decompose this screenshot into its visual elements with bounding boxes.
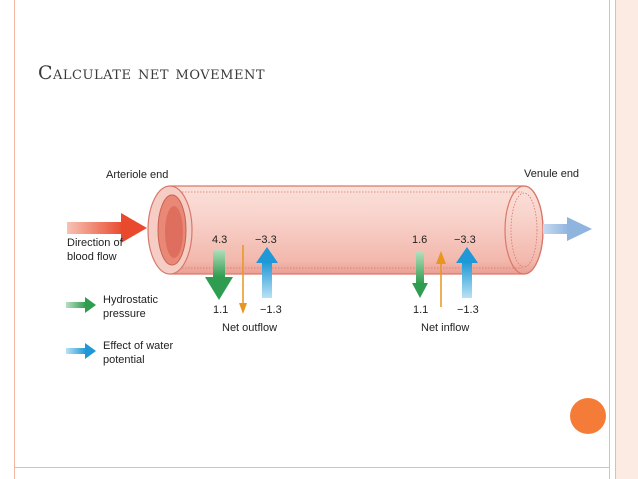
- arteriole-water-potential-end: −1.3: [260, 304, 282, 316]
- legend-water-line1: Effect of water: [103, 340, 173, 352]
- net-inflow-label: Net inflow: [421, 322, 469, 334]
- blood-flow-in-arrow: [67, 213, 147, 243]
- arteriole-hydrostatic-start: 4.3: [212, 234, 227, 246]
- venule-water-potential-start: −3.3: [454, 234, 476, 246]
- direction-label-line1: Direction of: [67, 237, 124, 249]
- arteriole-end-label: Arteriole end: [106, 169, 168, 181]
- right-border-line: [609, 0, 610, 479]
- right-border-line-inner: [615, 0, 616, 479]
- arteriole-water-potential-start: −3.3: [255, 234, 277, 246]
- decorative-orange-circle: [570, 398, 606, 434]
- arteriole-net-outflow-arrow: [239, 245, 247, 314]
- bottom-border-line: [14, 467, 610, 468]
- legend-hydrostatic-arrow: [66, 297, 96, 313]
- right-border-band: [616, 0, 638, 479]
- capillary-vessel: [147, 185, 544, 275]
- blood-flow-out-arrow: [543, 217, 592, 241]
- legend-water-potential-arrow: [66, 343, 96, 359]
- venule-hydrostatic-arrow: [412, 251, 428, 298]
- venule-end-label: Venule end: [524, 168, 579, 180]
- venule-hydrostatic-start: 1.6: [412, 234, 427, 246]
- legend-hydrostatic-line1: Hydrostatic: [103, 294, 159, 306]
- legend-hydrostatic-line2: pressure: [103, 308, 146, 320]
- direction-label-line2: blood flow: [67, 251, 117, 263]
- venule-net-inflow-arrow: [436, 251, 446, 307]
- net-outflow-label: Net outflow: [222, 322, 277, 334]
- arteriole-hydrostatic-end: 1.1: [213, 304, 228, 316]
- arteriole-water-potential-arrow: [256, 247, 278, 298]
- venule-water-potential-arrow: [456, 247, 478, 298]
- venule-water-potential-end: −1.3: [457, 304, 479, 316]
- slide-title: Calculate net movement: [38, 62, 266, 84]
- arteriole-hydrostatic-arrow: [205, 249, 233, 300]
- venule-hydrostatic-end: 1.1: [413, 304, 428, 316]
- legend-water-line2: potential: [103, 354, 145, 366]
- left-border-line: [14, 0, 15, 479]
